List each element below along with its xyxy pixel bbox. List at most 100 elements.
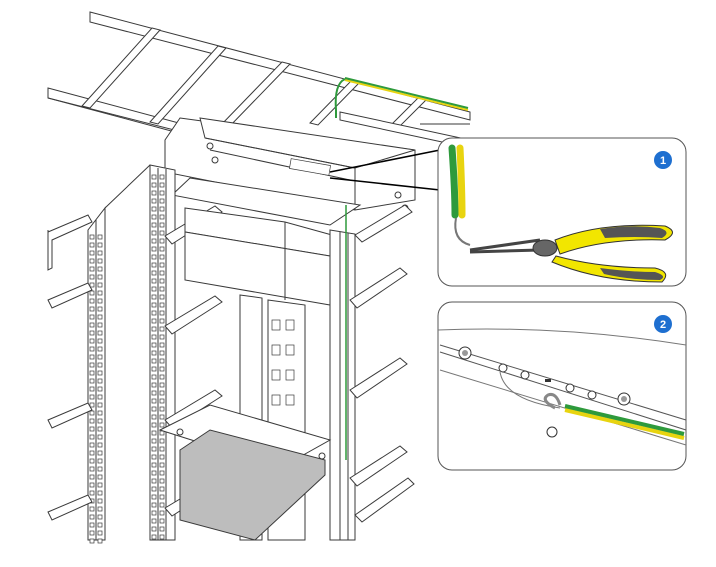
post-hole [151,302,157,308]
post-hole [151,238,157,244]
post-hole [159,478,165,484]
post-hole [89,506,95,512]
post-hole [89,514,95,520]
ground-terminal-icon [458,346,631,438]
equipment-box [184,207,352,306]
post-hole [89,378,95,384]
post-hole [97,426,103,432]
post-hole [159,182,165,188]
post-hole [159,302,165,308]
post-hole [159,382,165,388]
post-hole [159,342,165,348]
post-hole [151,406,157,412]
post-hole [151,342,157,348]
post-hole [89,282,95,288]
post-hole [151,286,157,292]
post-hole [159,270,165,276]
post-hole [159,366,165,372]
callout-1-number: 1 [660,155,666,167]
post-hole [151,510,157,516]
post-hole [159,254,165,260]
post-hole [89,538,95,544]
post-hole [89,482,95,488]
post-hole [97,418,103,424]
post-hole [97,506,103,512]
diagonal-pliers-icon [469,224,673,283]
callout-1-badge [654,151,672,169]
post-hole [97,370,103,376]
post-hole [89,298,95,304]
post-hole [89,346,95,352]
post-hole [151,174,157,180]
post-hole [97,298,103,304]
post-hole [159,454,165,460]
mounting-brackets-right [349,204,415,523]
post-hole [159,214,165,220]
post-hole [159,526,165,532]
post-hole [151,502,157,508]
cabinet-top [164,117,416,226]
post-hole [159,198,165,204]
post-hole [97,490,103,496]
post-hole [97,394,103,400]
post-hole [97,410,103,416]
post-hole [97,266,103,272]
post-hole [151,430,157,436]
post-hole [89,410,95,416]
post-hole [151,438,157,444]
post-hole [97,354,103,360]
post-hole [151,486,157,492]
post-hole [151,230,157,236]
post-hole [159,470,165,476]
post-hole [97,378,103,384]
post-hole [89,314,95,320]
tray-shelf [158,404,332,541]
post-hole [89,258,95,264]
post-hole [151,214,157,220]
post-hole [151,358,157,364]
post-hole [151,350,157,356]
post-hole [159,374,165,380]
post-hole [151,454,157,460]
post-hole [97,234,103,240]
post-hole [151,518,157,524]
post-hole [151,366,157,372]
post-hole [89,394,95,400]
post-hole [97,250,103,256]
post-hole [151,278,157,284]
post-hole [151,222,157,228]
post-hole [89,370,95,376]
post-hole [97,314,103,320]
post-hole [159,398,165,404]
ground-wire-ladder [334,77,469,118]
post-hole [159,206,165,212]
post-hole [159,286,165,292]
post-hole [159,486,165,492]
post-hole [97,386,103,392]
post-hole [159,510,165,516]
post-hole [97,522,103,528]
callout-2-panel: 2 [437,301,687,471]
post-hole [89,450,95,456]
post-hole [159,358,165,364]
post-hole [97,274,103,280]
post-hole [159,350,165,356]
post-hole [97,458,103,464]
post-hole [97,402,103,408]
post-hole [151,382,157,388]
post-hole [89,290,95,296]
post-hole [159,310,165,316]
post-hole [97,338,103,344]
post-hole [159,446,165,452]
post-hole [97,346,103,352]
post-hole [159,438,165,444]
post-hole [97,306,103,312]
post-hole [151,310,157,316]
post-hole [151,374,157,380]
post-hole [159,422,165,428]
post-hole [159,262,165,268]
post-hole [159,326,165,332]
post-hole [151,318,157,324]
post-hole [97,466,103,472]
